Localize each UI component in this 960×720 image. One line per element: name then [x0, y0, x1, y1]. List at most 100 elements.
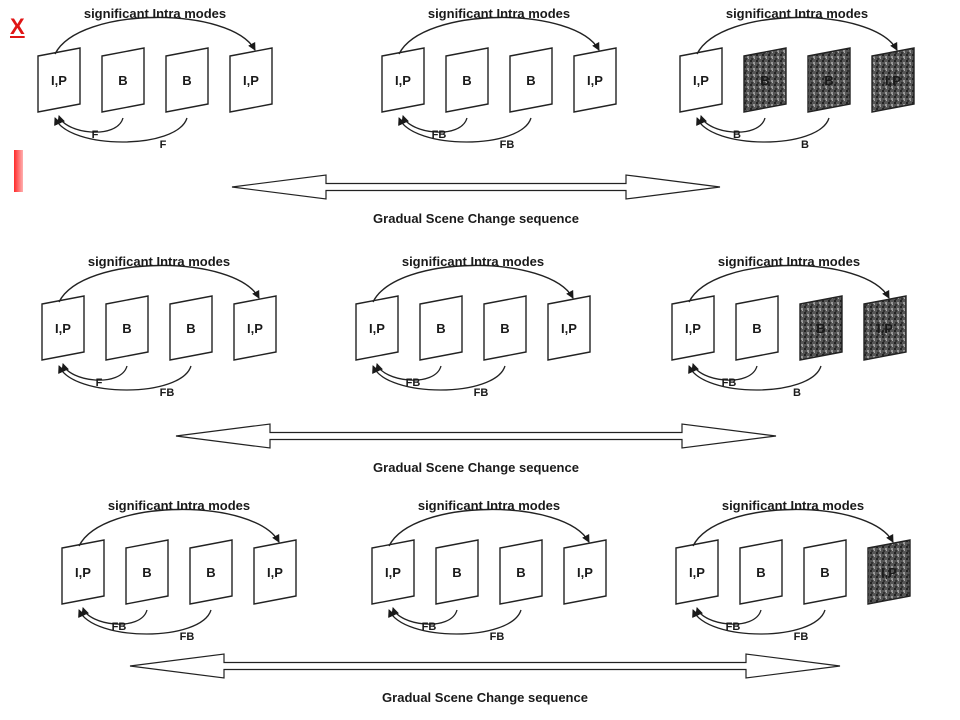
frame [381, 47, 425, 113]
frame [371, 539, 415, 605]
frame-label: I,P [685, 321, 701, 336]
ref-arc [57, 115, 124, 133]
ref-arc [78, 609, 212, 635]
frame-label: I,P [577, 565, 593, 580]
frame-label: B [142, 565, 151, 580]
frame-label: I,P [247, 321, 263, 336]
frame [61, 539, 105, 605]
intra-arc [696, 16, 898, 55]
frame-label: I,P [689, 565, 705, 580]
intra-modes-label: significant Intra modes [718, 254, 860, 269]
ref-arc [699, 115, 766, 133]
ref-arc [58, 365, 192, 391]
frame [799, 295, 843, 361]
ref-arc-label: FB [474, 387, 489, 399]
ref-arc [388, 609, 522, 635]
frame-label: B [756, 565, 765, 580]
intra-modes-label: significant Intra modes [722, 498, 864, 513]
ref-arc [696, 117, 830, 143]
frame-label: B [462, 73, 471, 88]
double-arrow [231, 174, 721, 200]
frame-label: B [516, 565, 525, 580]
frame [165, 47, 209, 113]
sequence-arrow: Gradual Scene Change sequence [175, 423, 777, 475]
ref-arc [81, 607, 148, 625]
frame [435, 539, 479, 605]
frame-label: B [206, 565, 215, 580]
frame [189, 539, 233, 605]
intra-modes-label: significant Intra modes [428, 6, 570, 21]
frame-label: I,P [877, 321, 893, 336]
frame [233, 295, 277, 361]
intra-arc [388, 508, 590, 547]
ref-arc [61, 363, 128, 381]
intra-arc [398, 16, 600, 55]
frame [547, 295, 591, 361]
ref-arc-label: B [801, 139, 809, 151]
frame [483, 295, 527, 361]
ref-arc-label: FB [422, 621, 437, 633]
frame-label: B [752, 321, 761, 336]
sequence-label: Gradual Scene Change sequence [373, 211, 579, 226]
intra-arc [372, 264, 574, 303]
frame [419, 295, 463, 361]
double-arrow [129, 653, 841, 679]
ref-arc-label: FB [180, 631, 195, 643]
frame-label: B [816, 321, 825, 336]
frame [803, 539, 847, 605]
frame-label: B [118, 73, 127, 88]
intra-arc [58, 264, 260, 303]
frame-label: B [186, 321, 195, 336]
sequence-arrow: Gradual Scene Change sequence [231, 174, 721, 226]
ref-arc-label: FB [432, 129, 447, 141]
ref-arc [398, 117, 532, 143]
ref-arc-label: F [92, 129, 99, 141]
frame-label: I,P [75, 565, 91, 580]
frame-label: B [820, 565, 829, 580]
frame-label: B [122, 321, 131, 336]
frame-label: I,P [267, 565, 283, 580]
frame [355, 295, 399, 361]
ref-arc-label: B [793, 387, 801, 399]
frame [37, 47, 81, 113]
ref-arc-label: FB [500, 139, 515, 151]
frame [743, 47, 787, 113]
ref-arc [692, 609, 826, 635]
frame [863, 295, 907, 361]
intra-modes-label: significant Intra modes [402, 254, 544, 269]
frame [105, 295, 149, 361]
frame [41, 295, 85, 361]
intra-arc [688, 264, 890, 303]
ref-arc [691, 363, 758, 381]
intra-arc [692, 508, 894, 547]
frame-label: B [436, 321, 445, 336]
frame-label: I,P [881, 565, 897, 580]
ref-arc-label: FB [794, 631, 809, 643]
frame-label: B [824, 73, 833, 88]
frame-label: I,P [561, 321, 577, 336]
frame-label: I,P [395, 73, 411, 88]
close-button[interactable]: X [10, 14, 25, 39]
frame [563, 539, 607, 605]
accent-bar [14, 150, 23, 192]
frame-label: I,P [385, 565, 401, 580]
ref-arc [54, 117, 188, 143]
double-arrow [175, 423, 777, 449]
frame [675, 539, 719, 605]
frame-label: B [182, 73, 191, 88]
sequence-label: Gradual Scene Change sequence [373, 460, 579, 475]
ref-arc-label: FB [112, 621, 127, 633]
frame [671, 295, 715, 361]
ref-arc-label: B [733, 129, 741, 141]
frame-label: I,P [693, 73, 709, 88]
frame [867, 539, 911, 605]
frame-label: I,P [885, 73, 901, 88]
ref-arc-label: FB [406, 377, 421, 389]
frame [739, 539, 783, 605]
